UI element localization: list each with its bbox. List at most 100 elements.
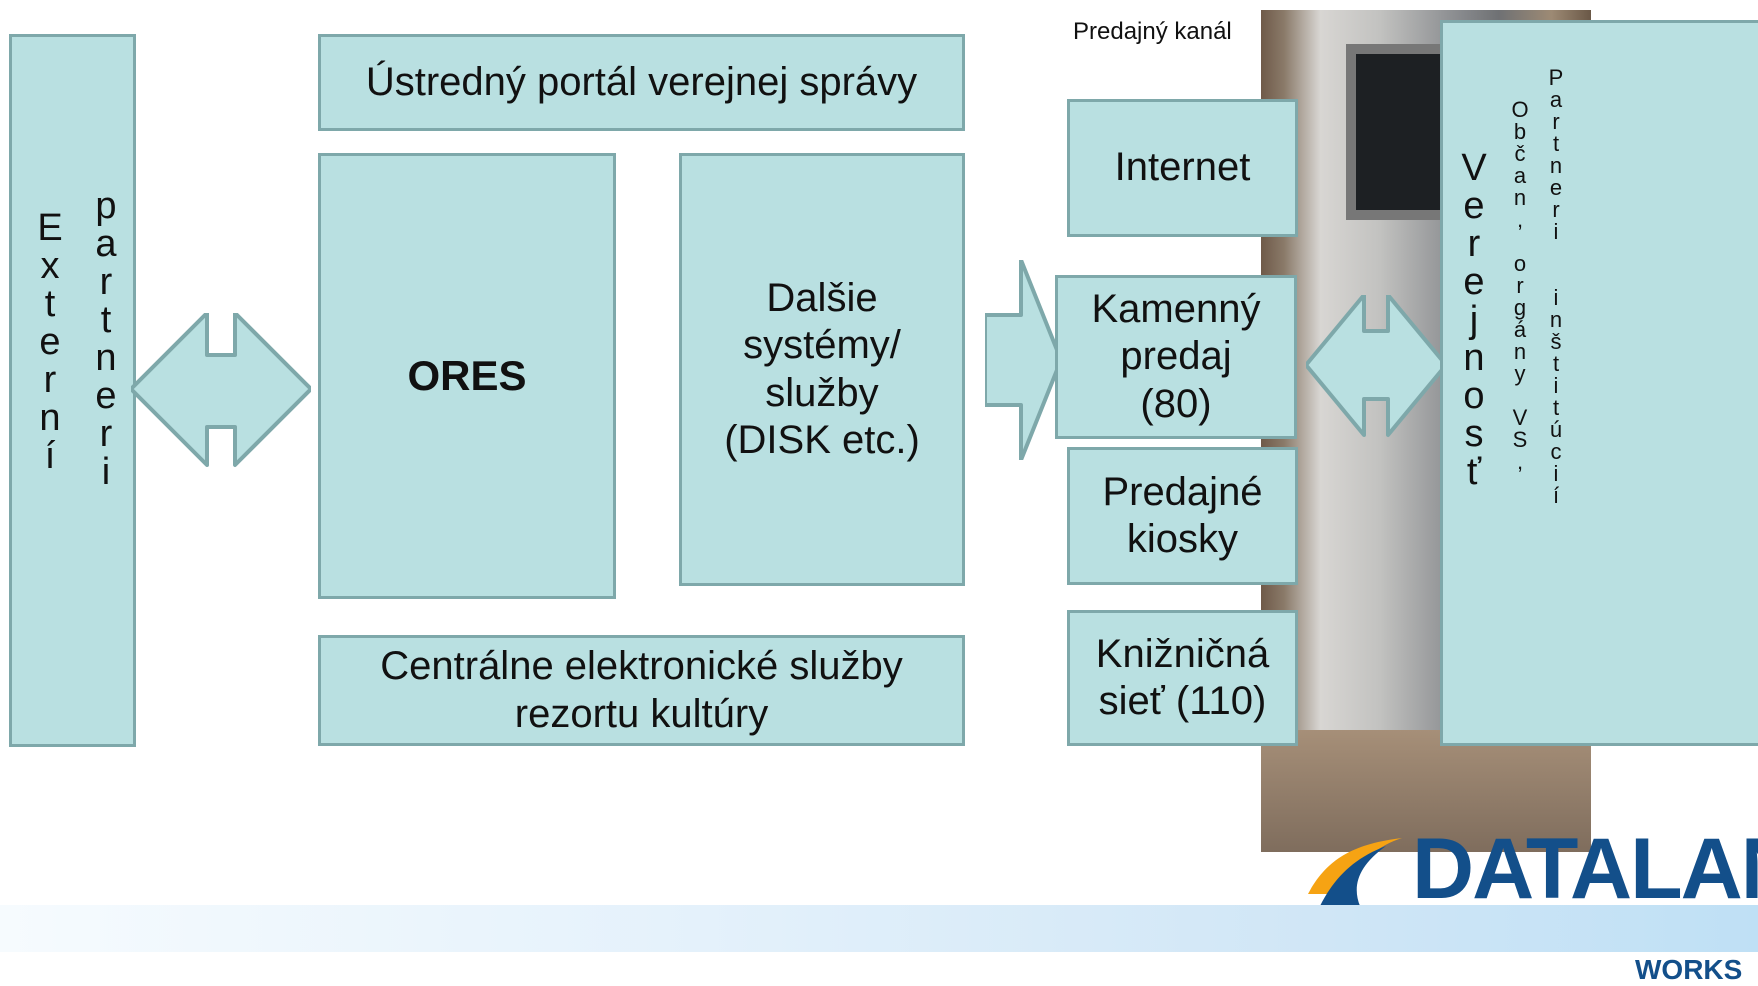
citizens-letter: n (1513, 185, 1527, 210)
external-letter: í (44, 435, 56, 477)
partners-letter: i (1553, 219, 1559, 244)
ores-box: ORES (318, 153, 616, 599)
citizens-letter: V (1512, 405, 1528, 430)
partners-letter: t (1552, 395, 1560, 420)
public-letter: e (1463, 261, 1485, 303)
portal-box: Ústredný portál verejnej správy (318, 34, 965, 131)
central-services-line: rezortu kultúry (514, 691, 769, 736)
stone-sale-line: Kamenný (1091, 287, 1261, 332)
partners-letter: a (1549, 87, 1563, 112)
partners-letter: n (95, 337, 117, 379)
kiosks-line: kiosky (1126, 517, 1239, 561)
double-arrow-right (1306, 295, 1446, 437)
other-systems-line: (DISK etc.) (724, 417, 920, 462)
partners-letter (1553, 243, 1559, 265)
logo-tagline-rest: WORKS (1635, 954, 1743, 985)
other-systems-line: služby (765, 370, 879, 415)
stone-sale-line: (80) (1140, 381, 1212, 426)
other-systems-text: Dalšie systémy/ služby (DISK etc.) (724, 275, 920, 464)
citizens-letter: S (1512, 427, 1528, 452)
library-box: Knižničná sieť (110) (1067, 610, 1298, 746)
partners-letter: t (100, 299, 112, 341)
stone-sale-text: Kamenný predaj (80) (1092, 286, 1261, 428)
kiosks-line: Predajné (1102, 469, 1263, 514)
library-line: sieť (110) (1098, 679, 1267, 723)
citizens-letter (1517, 385, 1523, 407)
other-systems-line: systémy/ (743, 323, 901, 368)
citizens-letter: o (1513, 251, 1527, 276)
partners-letter: P (1548, 65, 1564, 90)
citizens-letter: O (1511, 97, 1529, 122)
central-services-line: Centrálne elektronické služby (380, 644, 903, 689)
central-services-text: Centrálne elektronické služby rezortu ku… (380, 643, 902, 737)
internet-label: Internet (1114, 145, 1251, 190)
partners-letter: c (1550, 439, 1562, 464)
external-letter: n (39, 397, 61, 439)
public-letter: n (1463, 337, 1485, 379)
portal-title: Ústredný portál verejnej správy (365, 59, 918, 104)
partners-letter: a (95, 223, 117, 265)
external-letter: e (39, 321, 61, 363)
double-arrow-left (131, 313, 311, 467)
external-letter: x (40, 245, 60, 287)
partners-letter: n (1549, 307, 1563, 332)
stone-sale-box: Kamenný predaj (80) (1055, 275, 1297, 439)
partners-letter: r (99, 261, 113, 303)
citizens-letter: n (1513, 339, 1527, 364)
ores-label: ORES (407, 352, 527, 400)
citizens-letter: a (1513, 163, 1527, 188)
citizens-letter: , (1516, 207, 1524, 232)
citizens-letter (1517, 231, 1523, 253)
partners-letter (1553, 265, 1559, 287)
external-letter: t (44, 283, 56, 325)
footer-band (0, 905, 1758, 952)
partners-letter: i (1553, 373, 1559, 398)
public-letter: ť (1466, 451, 1482, 493)
citizens-letter: , (1516, 449, 1524, 474)
public-letter: e (1463, 185, 1485, 227)
partners-letter: i (101, 451, 111, 493)
central-services-box: Centrálne elektronické služby rezortu ku… (318, 635, 965, 746)
citizens-letter: á (1513, 317, 1527, 342)
partners-letter: t (1552, 131, 1560, 156)
public-letter: r (1467, 223, 1481, 265)
kiosks-box: Predajné kiosky (1067, 447, 1298, 585)
partners-letter: ú (1549, 417, 1563, 442)
internet-box: Internet (1067, 99, 1298, 237)
logo-wordmark: DATALAN (1412, 821, 1758, 917)
public-letter: o (1463, 375, 1485, 417)
partners-letter: š (1550, 329, 1562, 354)
kiosk-base (1261, 730, 1591, 852)
right-arrow-to-channels (985, 260, 1061, 460)
citizens-letter: y (1514, 361, 1526, 386)
public-letter: j (1469, 299, 1479, 341)
library-text: Knižničná sieť (110) (1096, 631, 1269, 725)
partners-letter: r (1552, 197, 1560, 222)
kiosks-text: Predajné kiosky (1102, 469, 1262, 563)
partners-letter: í (1552, 483, 1560, 508)
partners-letter: t (1552, 351, 1560, 376)
partners-letter: r (99, 413, 113, 455)
citizens-letter: g (1513, 295, 1527, 320)
external-letter: r (43, 359, 57, 401)
public-letter: V (1461, 147, 1487, 189)
partners-letter: r (1552, 109, 1560, 134)
other-systems-line: Dalšie (766, 276, 878, 321)
external-letter: E (37, 207, 63, 249)
partners-letter: i (1553, 461, 1559, 486)
public-letter: s (1464, 413, 1484, 455)
stone-sale-line: predaj (1120, 334, 1232, 379)
partners-letter: i (1553, 285, 1559, 310)
partners-letter: p (95, 185, 117, 227)
citizens-letter: č (1514, 141, 1526, 166)
citizens-letter: b (1513, 119, 1527, 144)
citizens-letter: r (1516, 273, 1524, 298)
sales-channel-label: Predajný kanál (1073, 18, 1232, 45)
